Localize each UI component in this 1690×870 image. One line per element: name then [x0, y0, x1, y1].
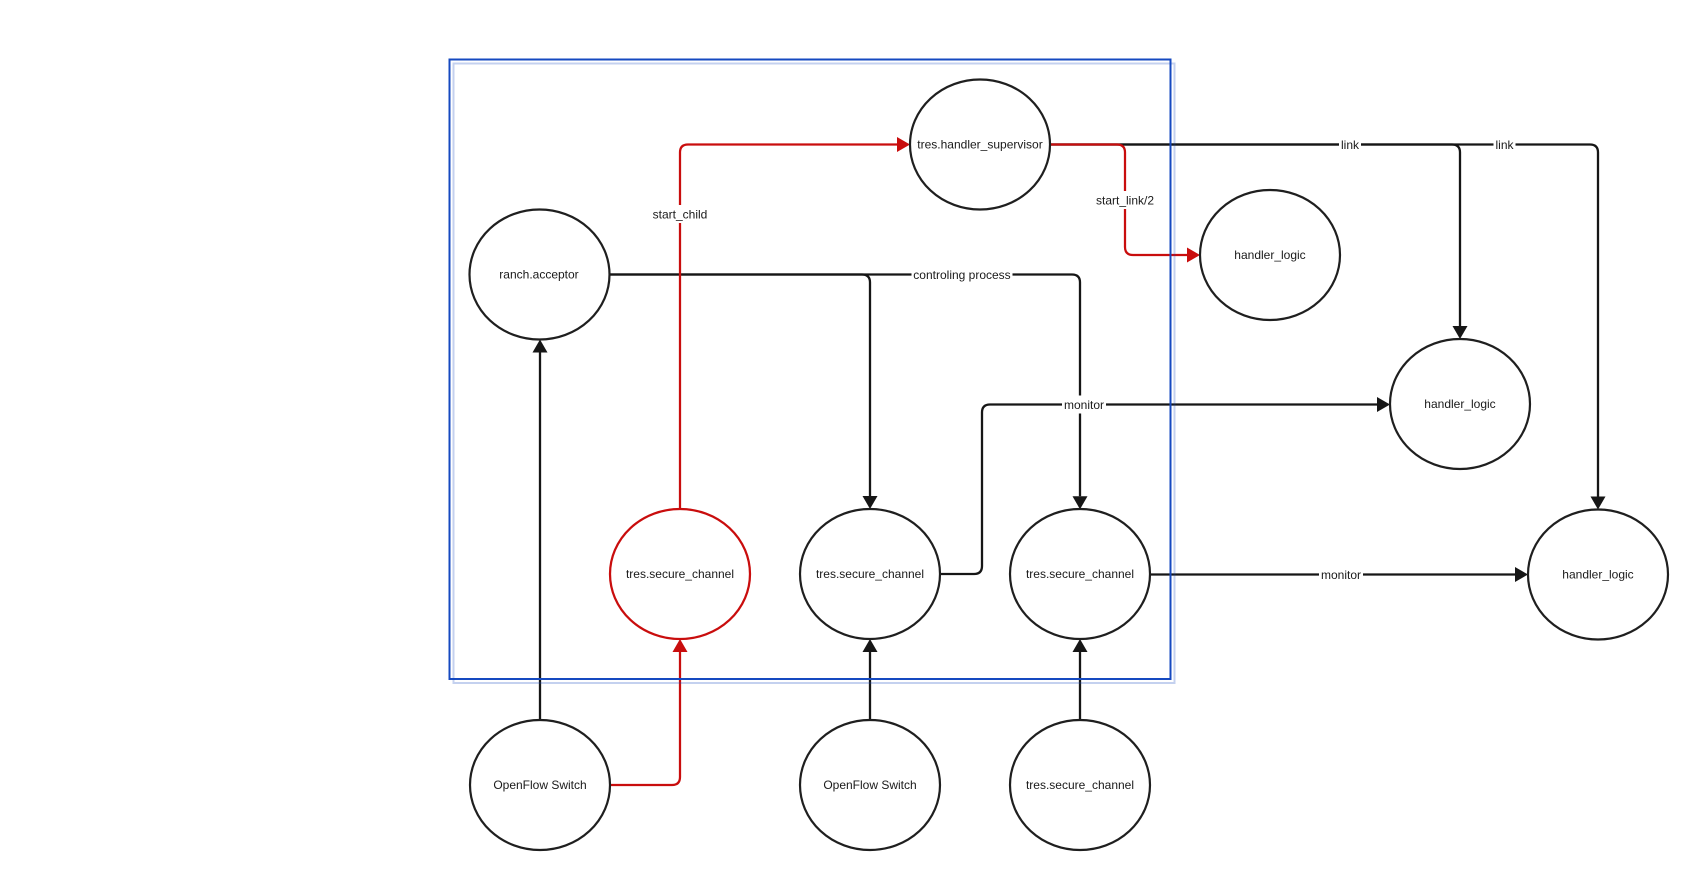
svg-text:OpenFlow Switch: OpenFlow Switch	[493, 778, 586, 792]
svg-text:start_child: start_child	[653, 208, 708, 222]
svg-text:tres.secure_channel: tres.secure_channel	[816, 567, 924, 581]
svg-text:tres.secure_channel: tres.secure_channel	[1026, 567, 1134, 581]
svg-text:tres.handler_supervisor: tres.handler_supervisor	[917, 138, 1042, 152]
svg-text:controling process: controling process	[913, 268, 1010, 282]
svg-text:link: link	[1341, 138, 1360, 152]
svg-text:handler_logic: handler_logic	[1424, 397, 1495, 411]
svg-text:start_link/2: start_link/2	[1096, 194, 1154, 208]
svg-text:handler_logic: handler_logic	[1562, 568, 1633, 582]
svg-text:link: link	[1495, 138, 1514, 152]
svg-text:monitor: monitor	[1321, 568, 1361, 582]
svg-text:tres.secure_channel: tres.secure_channel	[626, 567, 734, 581]
svg-text:monitor: monitor	[1064, 398, 1104, 412]
svg-text:OpenFlow Switch: OpenFlow Switch	[823, 778, 916, 792]
svg-text:tres.secure_channel: tres.secure_channel	[1026, 778, 1134, 792]
svg-text:handler_logic: handler_logic	[1234, 248, 1305, 262]
svg-text:ranch.acceptor: ranch.acceptor	[499, 268, 578, 282]
